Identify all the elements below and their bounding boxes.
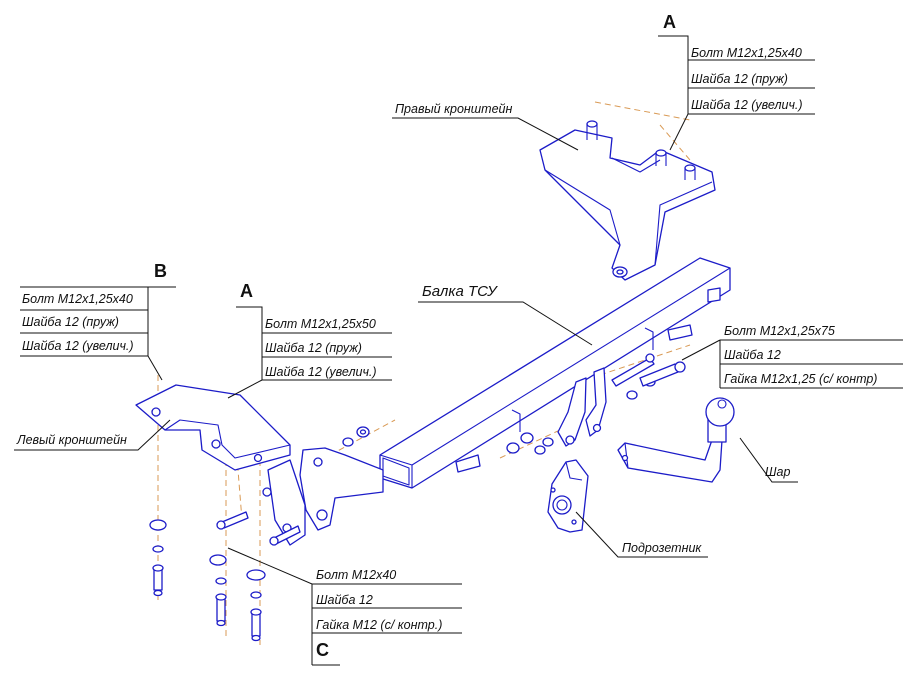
callout-right-item: Гайка M12x1,25 (с/ контр) — [724, 372, 877, 386]
left-bracket — [135, 384, 306, 546]
callout-c: Болт M12x40 Шайба 12 Гайка M12 (с/ контр… — [227, 547, 462, 666]
callout-a-top-item: Шайба 12 (пруж) — [691, 72, 788, 86]
callout-b-item: Шайба 12 (увелич.) — [22, 339, 134, 353]
callout-b: B Болт M12x1,25x40 Шайба 12 (пруж) Шайба… — [20, 261, 176, 381]
left-fasteners — [149, 511, 301, 642]
callout-a-left-item: Болт M12x1,25x50 — [265, 317, 376, 331]
callout-a-left-item: Шайба 12 (увелич.) — [265, 365, 377, 379]
callout-right-item: Шайба 12 — [724, 348, 781, 362]
callout-c-letter: C — [316, 640, 329, 660]
socket-plate — [547, 459, 589, 533]
callout-a-left: A Болт M12x1,25x50 Шайба 12 (пруж) Шайба… — [227, 281, 392, 399]
left-bracket-label: Левый кронштейн — [16, 433, 127, 447]
callout-left-bracket: Левый кронштейн — [14, 419, 171, 451]
callout-b-item: Шайба 12 (пруж) — [22, 315, 119, 329]
callout-a-top-item: Болт M12x1,25x40 — [691, 46, 802, 60]
callout-socket-plate: Подрозетник — [575, 511, 708, 558]
beam-left-plate — [299, 426, 384, 531]
socket-plate-label: Подрозетник — [622, 541, 702, 555]
callout-a-top-item: Шайба 12 (увелич.) — [691, 98, 803, 112]
callout-b-letter: B — [154, 261, 167, 281]
right-bracket — [539, 120, 716, 281]
callout-right-item: Болт M12x1,25x75 — [724, 324, 835, 338]
callout-ball: Шар — [739, 437, 798, 483]
callout-right-bolts: Болт M12x1,25x75 Шайба 12 Гайка M12x1,25… — [681, 324, 903, 389]
callout-a-left-item: Шайба 12 (пруж) — [265, 341, 362, 355]
callout-c-item: Шайба 12 — [316, 593, 373, 607]
hitch-plates — [506, 353, 686, 455]
callout-beam: Балка ТСУ — [418, 283, 593, 346]
callout-a-left-letter: A — [240, 281, 253, 301]
beam-label: Балка ТСУ — [422, 283, 498, 300]
tow-ball — [617, 397, 735, 483]
callout-a-top-letter: A — [663, 12, 676, 32]
ball-label: Шар — [765, 465, 790, 479]
right-bracket-label: Правый кронштейн — [395, 102, 512, 116]
callout-c-item: Болт M12x40 — [316, 568, 396, 582]
callout-a-top: A Болт M12x1,25x40 Шайба 12 (пруж) Шайба… — [658, 12, 815, 151]
callout-right-bracket: Правый кронштейн — [392, 102, 579, 151]
callout-c-item: Гайка M12 (с/ контр.) — [316, 618, 442, 632]
callout-b-item: Болт M12x1,25x40 — [22, 292, 133, 306]
